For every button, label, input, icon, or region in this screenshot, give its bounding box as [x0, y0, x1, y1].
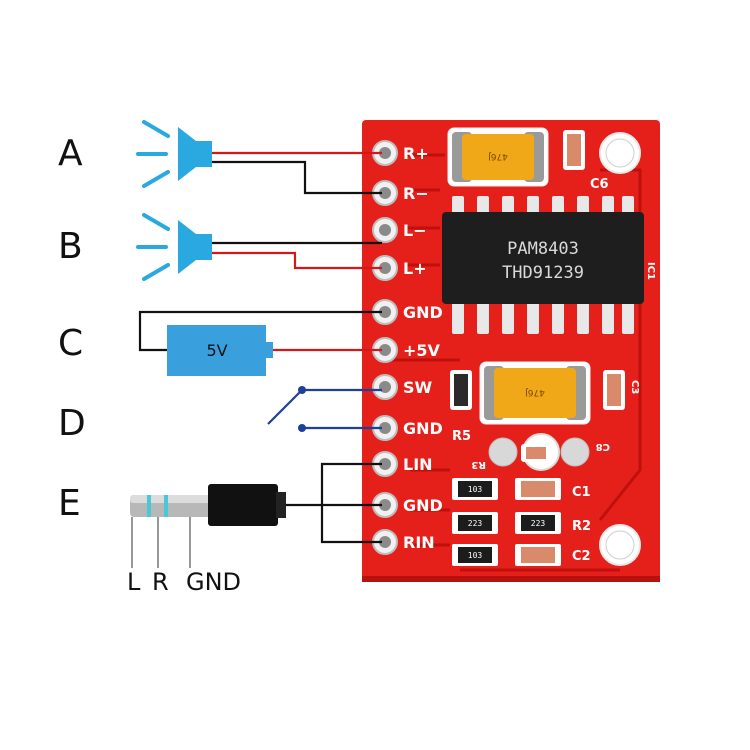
- amplifier-board: 476J C6 PAM: [362, 120, 660, 582]
- jack-label-l: L: [127, 568, 141, 596]
- silk-c3: C3: [629, 380, 640, 394]
- battery-icon: 5V: [167, 325, 273, 376]
- smd-capacitor-c3: [603, 370, 625, 410]
- header-pad-hole: [379, 458, 391, 470]
- resistor-code: 223: [468, 519, 483, 528]
- wire-c-black: [138, 310, 382, 352]
- silk-c1: C1: [572, 485, 591, 500]
- pin-label: GND: [403, 303, 443, 322]
- switch-contact-top: [298, 386, 306, 394]
- smd-component-r5: [450, 370, 472, 410]
- row-letter-c: C: [58, 323, 83, 364]
- row-letters: A B CDE: [58, 133, 86, 524]
- speaker-icon: [136, 213, 212, 281]
- header-pad-hole: [379, 422, 391, 434]
- mounting-hole: [599, 132, 641, 174]
- wire-b-red: [210, 251, 382, 270]
- pin-label: SW: [403, 378, 433, 397]
- jack-label-r: R: [152, 568, 169, 596]
- wires: [138, 151, 382, 544]
- smd-capacitor: [563, 130, 585, 170]
- pin-label: R−: [403, 184, 429, 203]
- chip-label-line1: PAM8403: [507, 239, 579, 259]
- wire-e-rin: [320, 505, 382, 544]
- capacitor-marking: 476J: [488, 151, 508, 161]
- pin-label: GND: [403, 496, 443, 515]
- silk-c8: C8: [596, 441, 610, 452]
- mounting-hole: [599, 524, 641, 566]
- header-pad-hole: [379, 187, 391, 199]
- smd-resistor: 103: [452, 544, 498, 566]
- header-pad-hole: [379, 306, 391, 318]
- header-pad-hole: [379, 344, 391, 356]
- smd-resistor: 223: [515, 512, 561, 534]
- pcb-trace: [380, 153, 642, 572]
- silk-r3: R3: [471, 459, 486, 470]
- pin-header: R+ R− L− L+ GND +5V SW GND LIN GND RIN: [372, 140, 443, 555]
- smd-capacitor-c2: [515, 544, 561, 566]
- silk-c6: C6: [590, 177, 609, 192]
- jack-label-gnd: GND: [186, 568, 241, 596]
- smd-resistor: 223: [452, 512, 498, 534]
- resistor-code: 103: [468, 551, 483, 560]
- resistor-code: 223: [531, 519, 546, 528]
- audio-jack-icon: L R GND: [127, 484, 286, 596]
- pin-label: LIN: [403, 455, 433, 474]
- pcb-shadow-edge: [362, 576, 660, 582]
- mounting-hole: [488, 437, 518, 467]
- pin-label: L−: [403, 221, 427, 240]
- row-letter-e: E: [58, 483, 81, 524]
- tantalum-capacitor-middle: 476J: [479, 361, 591, 425]
- pin-label: +5V: [403, 341, 441, 360]
- smd-capacitor-c8: [521, 444, 551, 462]
- speaker-icon: [136, 120, 212, 188]
- row-letter-a: A: [58, 133, 83, 174]
- battery-label: 5V: [206, 341, 227, 360]
- header-pad-hole: [379, 262, 391, 274]
- amplifier-chip: PAM8403 THD91239: [442, 212, 644, 304]
- switch-lever: [267, 389, 303, 425]
- wire-a-black: [210, 160, 382, 195]
- header-pad-hole: [379, 499, 391, 511]
- tantalum-capacitor-top: 476J: [447, 127, 549, 187]
- silk-ic1: IC1: [645, 262, 656, 280]
- row-letter-d: D: [58, 403, 86, 444]
- resistor-code: 103: [468, 485, 483, 494]
- header-pad-hole: [379, 381, 391, 393]
- silk-r5: R5: [452, 429, 471, 444]
- smd-resistor: 103: [452, 478, 498, 500]
- mounting-hole: [560, 437, 590, 467]
- pin-label: L+: [403, 259, 427, 278]
- pin-label: RIN: [403, 533, 435, 552]
- header-pad-hole: [379, 536, 391, 548]
- silk-r2: R2: [572, 519, 591, 534]
- row-letter-b: B: [58, 226, 83, 267]
- chip-label-line2: THD91239: [502, 263, 584, 283]
- chip-pins-bottom: [452, 298, 634, 334]
- smd-capacitor-c1: [515, 478, 561, 500]
- pin-label: GND: [403, 419, 443, 438]
- silk-c2: C2: [572, 549, 591, 564]
- header-pad-hole: [379, 224, 391, 236]
- wire-e-lin: [320, 462, 382, 505]
- header-pad-hole: [379, 147, 391, 159]
- pin-label: R+: [403, 144, 429, 163]
- capacitor-marking-2: 476J: [525, 387, 545, 397]
- switch-contact-bottom: [298, 424, 306, 432]
